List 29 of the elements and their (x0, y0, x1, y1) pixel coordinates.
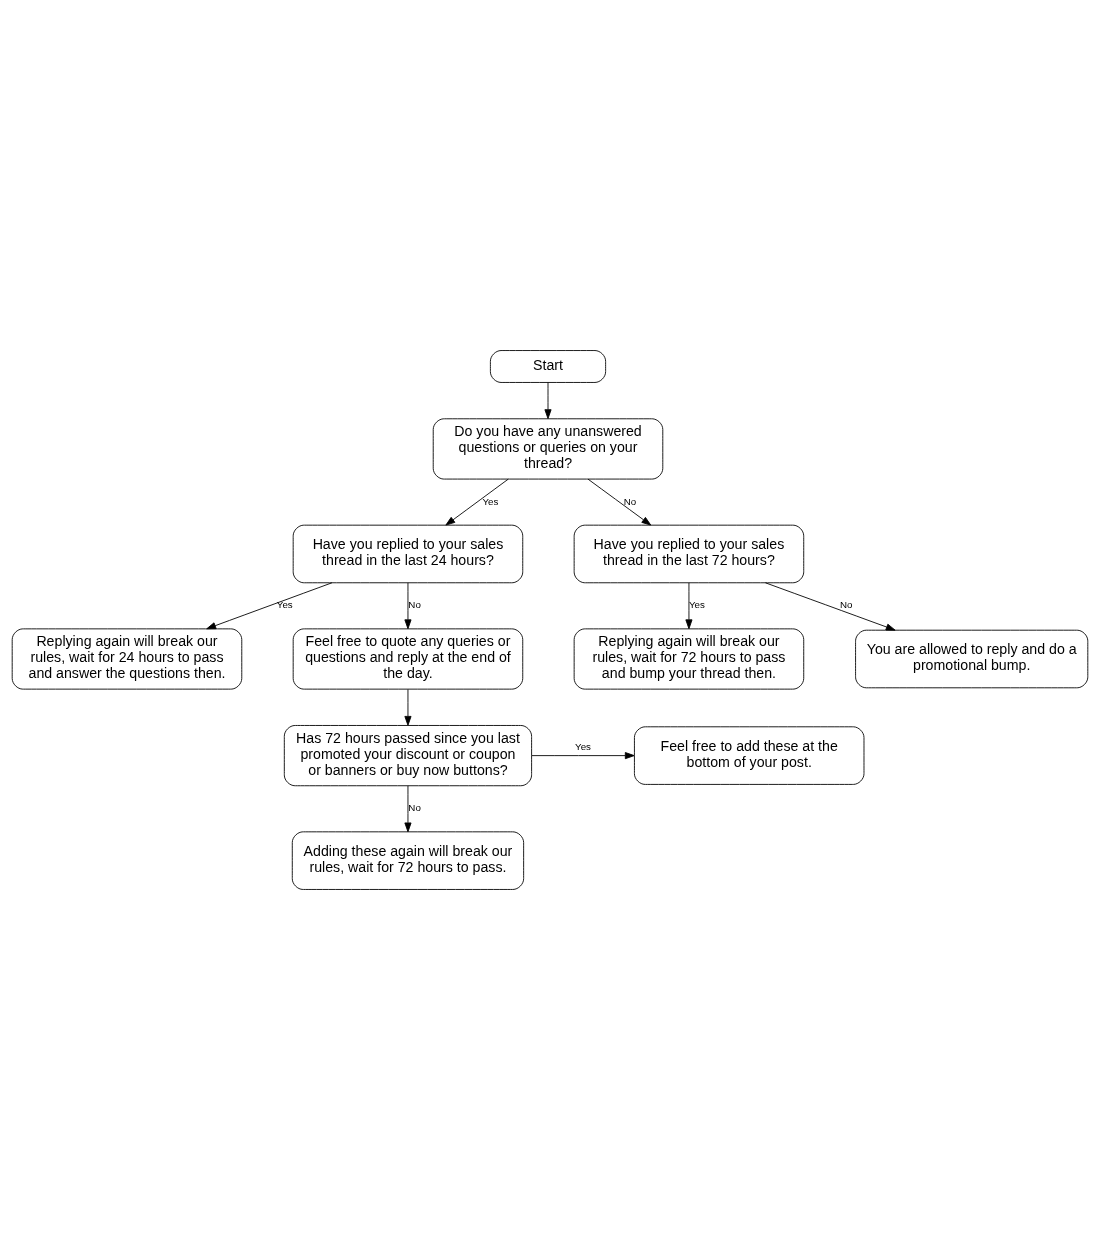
arrow (445, 478, 509, 526)
node-box: Have you replied to your sales thread in the last 72 hours? (573, 524, 805, 584)
edge-label: No (408, 802, 421, 814)
node-box: Feel free to quote any queries or questions and reply at the end of the day. (292, 628, 524, 690)
edge-label: Yes (688, 599, 705, 611)
arrow (544, 382, 552, 419)
edge-label: No (840, 599, 853, 611)
edge-label: Yes (276, 599, 293, 611)
edge-label: Yes (575, 741, 591, 753)
node-box: Have you replied to your sales thread in the last 24 hours? (292, 524, 524, 584)
node-box: You are allowed to reply and do a promotional bump. (855, 629, 1089, 689)
arrow (685, 582, 693, 630)
edge-label: No (623, 495, 637, 507)
node-box: Has 72 hours passed since you last promoted your discount or coupon or banners or buy now buttons? (283, 725, 533, 787)
node-box: Feel free to add these at the bottom of your post. (634, 726, 865, 785)
arrow (404, 582, 412, 630)
arrow (587, 478, 652, 526)
arrow (206, 582, 333, 630)
arrow (404, 688, 412, 726)
node-box: Start (489, 350, 607, 383)
node-box: Do you have any unanswered questions or queries on your thread? (432, 418, 664, 480)
arrow (404, 785, 412, 833)
edge-label: No (408, 599, 421, 611)
node-box: Replying again will break our rules, wait for 24 hours to pass and answer the questions then. (11, 628, 243, 690)
node-box: Replying again will break our rules, wait for 72 hours to pass and bump your thread then. (573, 628, 805, 690)
arrow (531, 752, 635, 760)
arrow (765, 582, 896, 631)
edge-label: Yes (482, 495, 499, 507)
node-box: Adding these again will break our rules, wait for 72 hours to pass. (291, 831, 525, 890)
